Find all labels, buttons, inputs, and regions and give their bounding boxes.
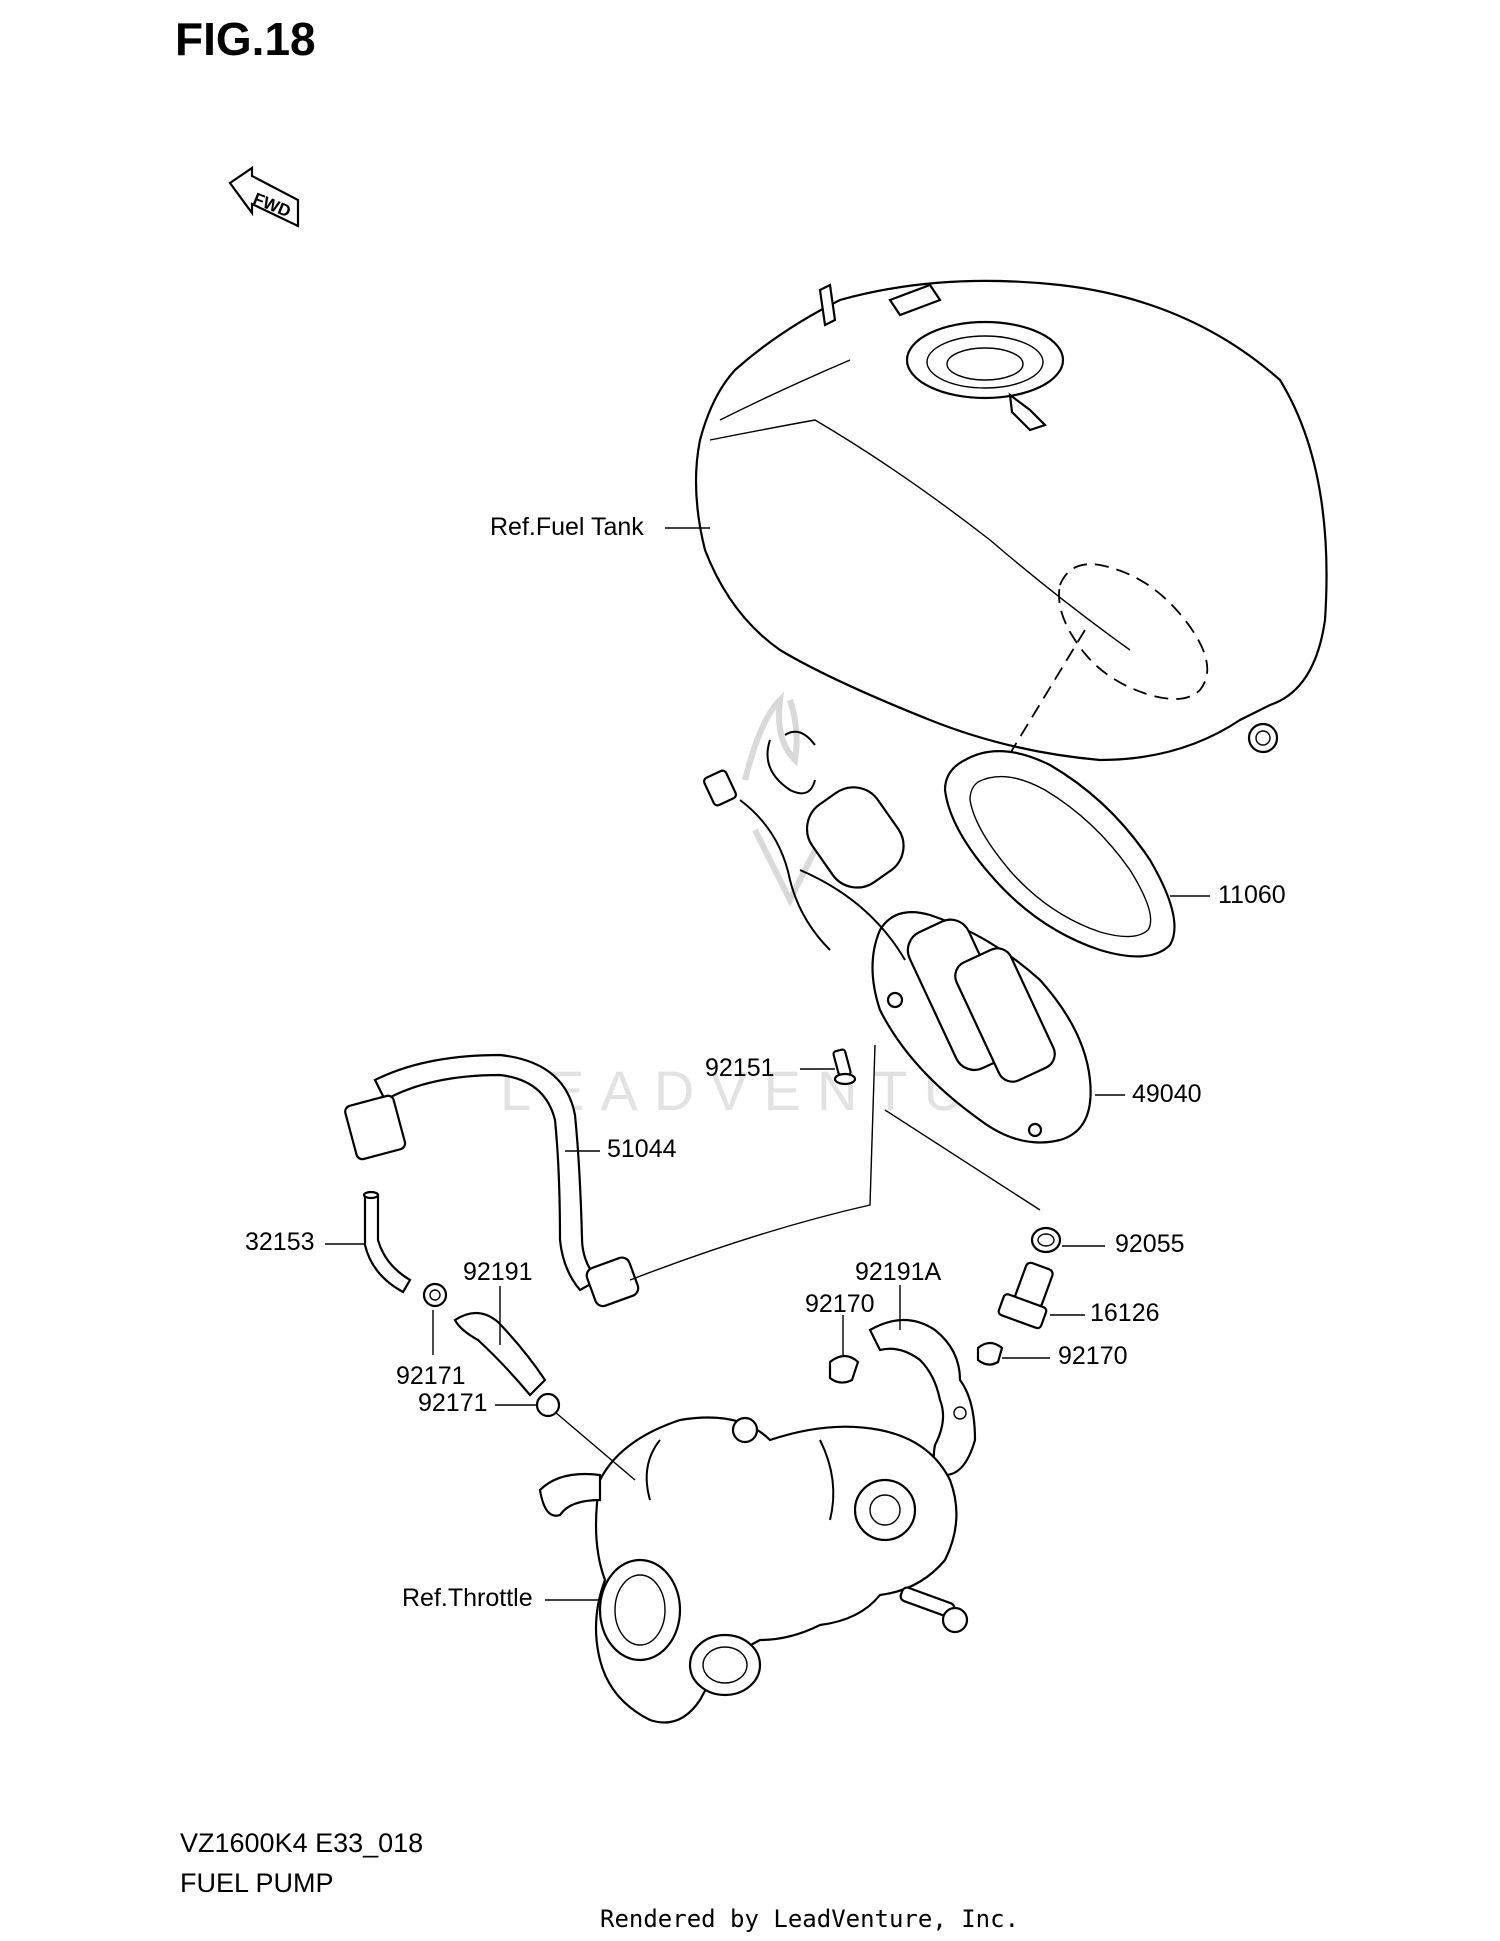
leader-lines [325, 527, 1210, 1601]
label-part-92151: 92151 [705, 1054, 775, 1082]
label-part-51044: 51044 [607, 1135, 677, 1163]
label-part-92055: 92055 [1115, 1230, 1185, 1258]
label-part-11060: 11060 [1218, 881, 1286, 909]
clamp-92171-upper [422, 1282, 448, 1308]
gasket-11060 [943, 750, 1176, 958]
label-part-16126: 16126 [1090, 1299, 1160, 1327]
fuel-pump-49040 [703, 730, 1092, 1144]
section-name: FUEL PUMP [180, 1868, 334, 1898]
label-part-92170-left: 92170 [805, 1290, 875, 1318]
sensor-16126 [997, 1261, 1054, 1330]
label-part-92191a: 92191A [855, 1258, 942, 1286]
label-part-92171-upper: 92171 [396, 1362, 466, 1390]
hose-92191 [453, 1311, 547, 1397]
label-part-92170-right: 92170 [1058, 1342, 1128, 1370]
label-part-92191: 92191 [463, 1258, 533, 1286]
figure-title: FIG.18 [175, 13, 316, 65]
fuel-tank-drawing [694, 279, 1328, 771]
label-ref-fuel-tank: Ref.Fuel Tank [490, 513, 644, 541]
label-part-49040: 49040 [1132, 1080, 1202, 1108]
fwd-arrow-icon: FWD [228, 165, 300, 228]
clamp-92170-right [976, 1341, 1004, 1366]
throttle-body-drawing [538, 1411, 969, 1724]
hose-51044 [344, 1044, 876, 1308]
pipe-32153 [362, 1190, 412, 1294]
label-part-92171-lower: 92171 [418, 1389, 488, 1417]
render-credit: Rendered by LeadVenture, Inc. [600, 1905, 1020, 1933]
screw-92151 [832, 1048, 857, 1086]
o-ring-92055 [884, 1109, 1062, 1254]
model-code: VZ1600K4 E33_018 [180, 1828, 424, 1858]
label-part-32153: 32153 [245, 1228, 315, 1256]
clamp-92170-left [828, 1354, 860, 1384]
label-ref-throttle: Ref.Throttle [402, 1584, 533, 1612]
